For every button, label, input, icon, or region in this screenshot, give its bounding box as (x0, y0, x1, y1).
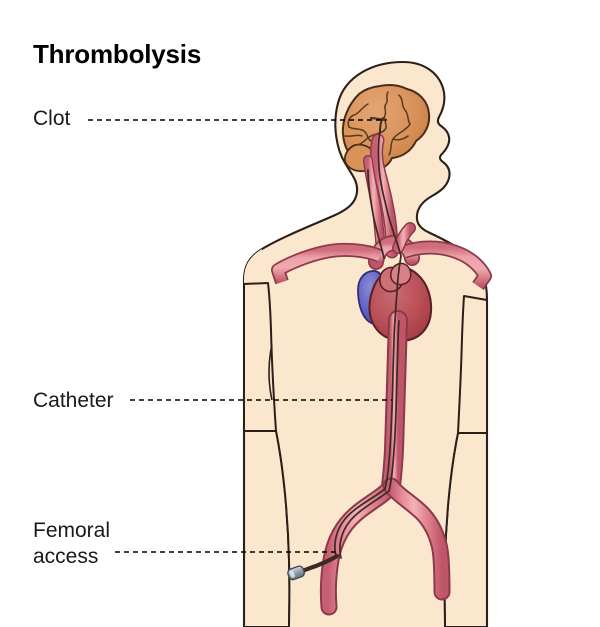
hub-highlight (289, 570, 295, 578)
leader-lines (88, 119, 392, 553)
label-catheter: Catheter (33, 389, 114, 412)
left-armpit-crease (268, 344, 273, 401)
label-femoral-line2: access (33, 544, 99, 568)
page-title: Thrombolysis (33, 39, 202, 69)
left-waist-edge-2 (275, 430, 291, 627)
external-catheter-tube (299, 553, 340, 574)
arterial-tree (271, 133, 492, 291)
brain (341, 84, 431, 173)
brain-sulci (344, 91, 411, 156)
catheter-wire (334, 117, 402, 559)
clot-marker (369, 116, 388, 122)
label-clot: Clot (33, 107, 71, 130)
right-subclavian (402, 242, 491, 290)
aortic-root (390, 262, 412, 286)
right-arm (457, 295, 488, 434)
carotid-artery (371, 135, 397, 257)
catheter-hub (287, 565, 305, 581)
left-subclavian (272, 244, 383, 284)
left-arm (243, 282, 277, 432)
label-femoral-line1: Femoral (33, 519, 111, 542)
right-common-iliac (384, 479, 449, 599)
vertebral-artery (364, 156, 385, 260)
femoral-access-device (287, 553, 340, 581)
